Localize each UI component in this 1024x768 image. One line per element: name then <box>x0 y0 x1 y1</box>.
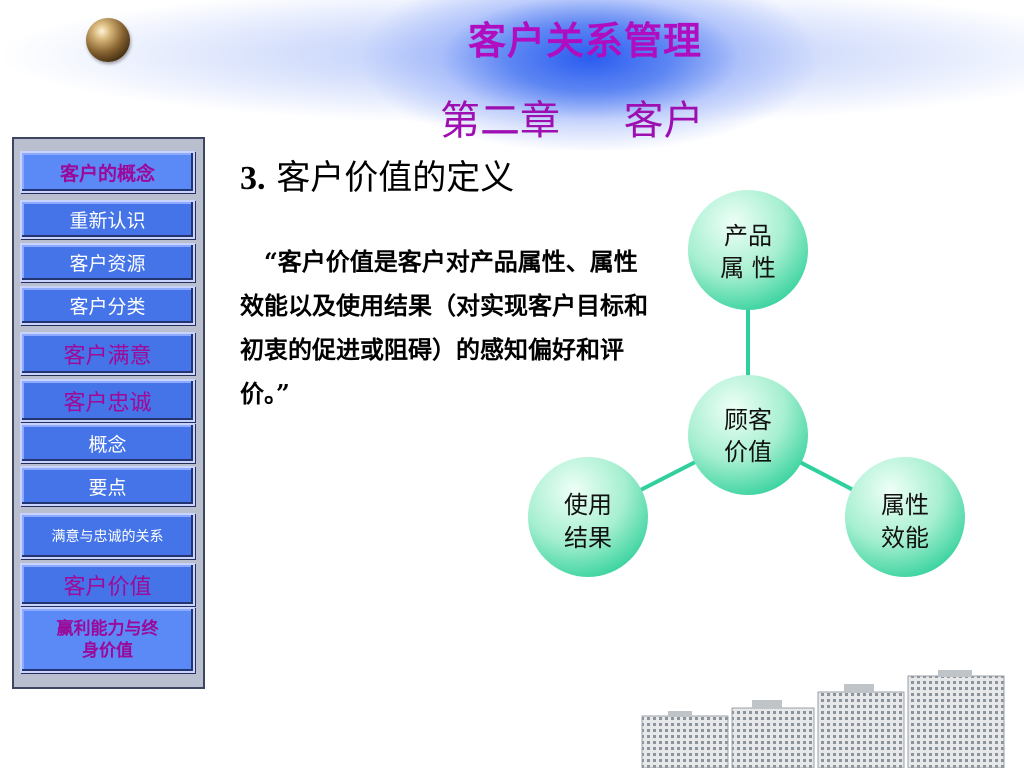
node-top-line2: 属 性 <box>720 254 776 282</box>
node-left-line2: 结果 <box>564 524 612 552</box>
page-title: 客户关系管理 <box>467 18 702 63</box>
section-title: 客户价值的定义 <box>276 158 515 198</box>
sidebar-item-concept[interactable]: 概念 <box>20 423 195 463</box>
node-usage-result <box>528 457 648 577</box>
node-product-attribute <box>688 190 808 310</box>
header-glow <box>0 0 1024 150</box>
node-left-line1: 使用 <box>564 491 612 519</box>
node-center-line1: 顾客 <box>724 406 772 434</box>
sidebar-item-satisfaction-loyalty-relation[interactable]: 满意与忠诚的关系 <box>20 513 195 559</box>
sidebar-item-recognize-again[interactable]: 重新认识 <box>20 200 195 239</box>
node-top-line1: 产品 <box>724 222 772 250</box>
sidebar-item-customer-concept[interactable]: 客户的概念 <box>20 151 195 193</box>
sidebar-nav: 客户的概念 重新认识 客户资源 客户分类 客户满意 客户忠诚 概念 要点 满意与… <box>12 137 205 689</box>
sidebar-item-customer-loyalty[interactable]: 客户忠诚 <box>20 379 195 422</box>
node-right-line2: 效能 <box>881 524 929 552</box>
globe-icon <box>86 18 130 62</box>
node-attribute-efficacy <box>845 457 965 577</box>
node-right-line1: 属性 <box>881 491 929 519</box>
sidebar-item-customer-resources[interactable]: 客户资源 <box>20 243 195 282</box>
sidebar-item-customer-value[interactable]: 客户价值 <box>20 563 195 606</box>
section-number: 3. <box>240 160 266 197</box>
node-center-line2: 价值 <box>724 438 772 466</box>
chapter-subtitle: 第二章 客户 <box>440 98 704 144</box>
sidebar-item-customer-classification[interactable]: 客户分类 <box>20 286 195 325</box>
customer-value-diagram: 产品 属 性 顾客 价值 使用 结果 属性 效能 <box>528 190 965 577</box>
sidebar-item-profitability-lifetime-value[interactable]: 赢利能力与终 身价值 <box>20 607 195 673</box>
section-heading: 3. 客户价值的定义 <box>240 150 514 199</box>
node-customer-value <box>688 375 808 495</box>
sidebar-item-key-points[interactable]: 要点 <box>20 466 195 506</box>
definition-quote: “客户价值是客户对产品属性、属性效能以及使用结果（对实现客户目标和初衷的促进或阻… <box>240 247 648 408</box>
city-buildings-decoration <box>641 670 1005 768</box>
sidebar-item-customer-satisfaction[interactable]: 客户满意 <box>20 332 195 375</box>
